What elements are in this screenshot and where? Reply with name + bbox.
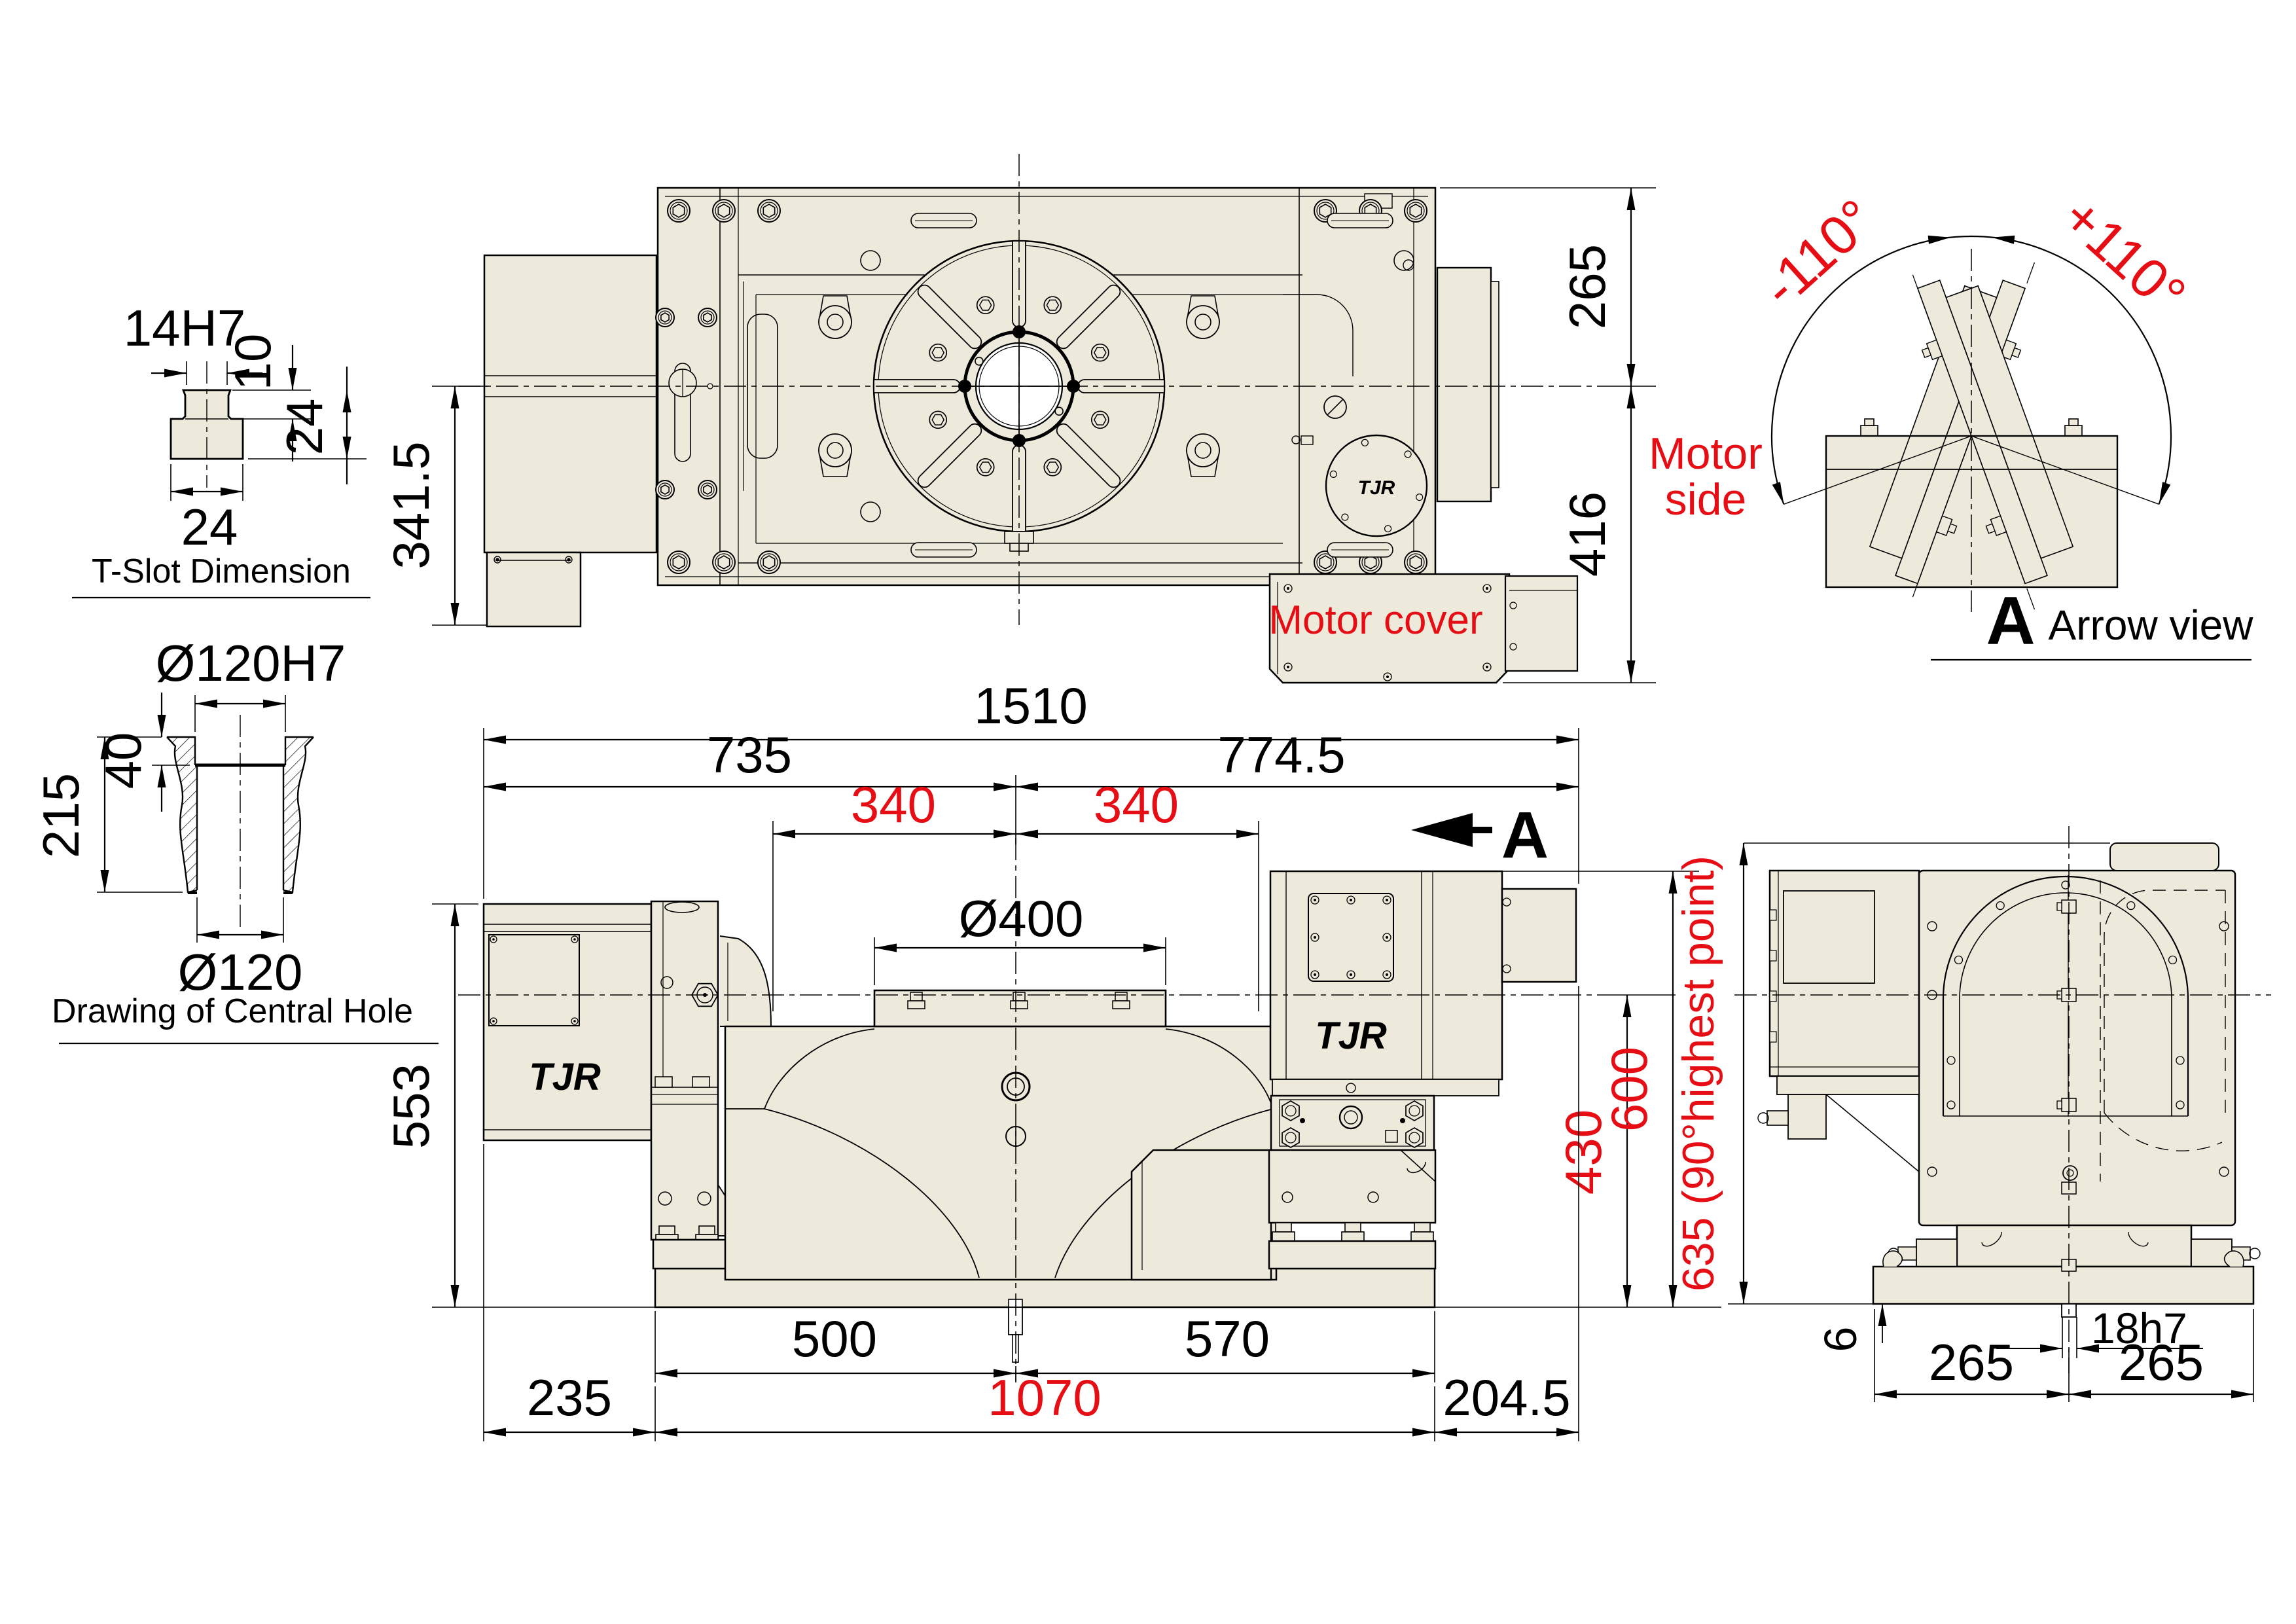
front-cradle [724,1025,1278,1281]
central-hole-title-text: Drawing of Central Hole [52,992,413,1030]
label-top_view-dim_front: 341.5 [382,441,440,569]
label-arrow_view-angle_cw: +110° [2051,185,2197,326]
front-left-column [650,900,772,1270]
central-hole-title: Drawing of Central Hole [52,992,439,1045]
dim-central-depth: 215 [32,736,183,893]
label-side_view-dim_base_left: 265 [1929,1333,2014,1391]
label-front_view-dim_slot_left: 340 [851,776,936,833]
dim-top-341: 341.5 [382,386,488,626]
side-motor-box [1757,869,1920,1172]
motor-cover-label: Motor cover [1268,598,1482,643]
dim-front-340: 340 340 [772,776,1259,1011]
label-front_view-dim_base_right: 570 [1185,1310,1270,1367]
front-base [654,1267,1436,1363]
t-slot-title-text: T-Slot Dimension [92,552,351,590]
label-top_view-dim_rear: 265 [1558,244,1616,329]
dim-side-265: 265 265 [1874,1309,2254,1402]
arrow-view: -110° +110° Motor side A Arrow view [1649,185,2254,661]
label-details-t_slot-dim_base_width: 24 [181,498,238,556]
t-slot-title: T-Slot Dimension [72,552,370,599]
label-side_view-dim_key_offset: 6 [1815,1327,1866,1352]
dim-t-slot-neck-depth: 10 [224,334,311,461]
label-side_view-dim_height: 635 (90°highest point) [1674,856,1723,1291]
label-details-central_hole-dim_total_depth: 215 [32,773,90,858]
top-view-left-motor-box [483,254,658,628]
label-side_view-dim_key: 18h7 [2091,1304,2187,1352]
top-view-motor-cover: Motor cover [1268,573,1579,684]
label-details-central_hole-dim_bore_depth: 40 [94,732,152,789]
front-table [873,989,1167,1028]
dim-front-table: Ø400 [874,890,1166,985]
front-view: TJR TJR 1510 735 774.5 340 340 Ø400 553 … [382,677,1721,1441]
arrow-view-title-text: Arrow view [2049,602,2254,649]
label-arrow_view-angle_ccw: -110° [1751,187,1887,319]
top-view-clamp-pads [818,295,1220,477]
front-section-letter: A [1501,799,1549,872]
label-front_view-dim_top_height: 600 [1600,1047,1658,1132]
section-arrow-a: A [1411,799,1549,872]
t-slot-detail: 14H7 10 24 24 T-Slot Dimension [72,299,370,599]
top-view-keyhole [668,363,713,462]
dim-t-slot-depth: 24 [248,367,367,484]
label-front_view-dim_left: 735 [707,726,792,784]
dim-side-635: 635 (90°highest point) [1674,842,2110,1305]
label-arrow_view-motor_side_line1: Motor [1649,429,1763,478]
dim-top-265: 265 [1440,187,1656,387]
dim-t-slot-width: 14H7 [124,299,262,385]
front-left-motor-box [482,903,653,1142]
dim-front-735-774: 735 774.5 [484,726,1579,844]
arrow-view-tilted-platform [1912,274,2074,610]
label-details-central_hole-dim_bottom: Ø120 [178,943,303,1001]
label-front_view-dim_overhang_left: 235 [527,1369,612,1426]
dim-front-430-600: 430 600 [1435,871,1721,1308]
label-front_view-dim_slot_right: 340 [1094,776,1179,833]
top-view-logo: TJR [1358,477,1395,499]
top-view: TJR Motor cover 341.5 265 416 [382,154,1656,684]
front-logo-left: TJR [529,1056,601,1098]
label-details-central_hole-dim_bore: Ø120H7 [156,634,346,692]
label-front_view-dim_overhang_right: 204.5 [1443,1369,1570,1426]
label-front_view-dim_total_width: 1510 [974,677,1088,734]
front-logo-right: TJR [1315,1015,1387,1057]
label-front_view-dim_table: Ø400 [959,890,1084,947]
dim-side-key: 6 18h7 [1815,1304,2203,1358]
label-front_view-dim_base_width: 1070 [988,1369,1102,1426]
label-details-t_slot-dim_neck_depth: 10 [224,334,281,391]
front-right-housing [1268,870,1577,1270]
dim-top-416: 416 [1503,386,1656,683]
label-top_view-dim_front_total: 416 [1558,492,1616,577]
label-side_view-dim_base_right: 265 [2119,1333,2204,1391]
dim-front-bottom-row: 235 1070 204.5 [483,986,1579,1441]
dim-t-slot-base-width: 24 [170,464,243,556]
side-base [1872,1182,2261,1318]
label-details-t_slot-dim_slot_width: 14H7 [124,299,245,357]
central-hole-detail: Ø120H7 40 215 Ø120 Drawing of Central Ho… [32,634,439,1045]
dim-front-553: 553 [382,903,655,1308]
dim-central-bore: Ø120H7 [156,634,346,732]
arrow-view-title: A Arrow view [1931,583,2254,661]
label-front_view-dim_center_height: 430 [1554,1110,1612,1195]
label-front_view-dim_right: 774.5 [1217,726,1345,784]
side-housing [1918,842,2236,1227]
label-details-t_slot-dim_total_depth: 24 [276,399,333,456]
dim-front-500-570: 500 570 [655,1310,1435,1382]
label-arrow_view-motor_side_line2: side [1665,475,1747,524]
dim-front-1510: 1510 [483,677,1579,899]
dim-central-bottom: Ø120 [178,897,303,1001]
label-front_view-dim_base_left: 500 [792,1310,877,1367]
side-view: 635 (90°highest point) 6 18h7 265 265 [1674,826,2271,1402]
arrow-view-letter: A [1986,583,2035,659]
label-front_view-dim_height: 553 [382,1064,440,1149]
top-view-right-housing: TJR [1291,266,1499,537]
